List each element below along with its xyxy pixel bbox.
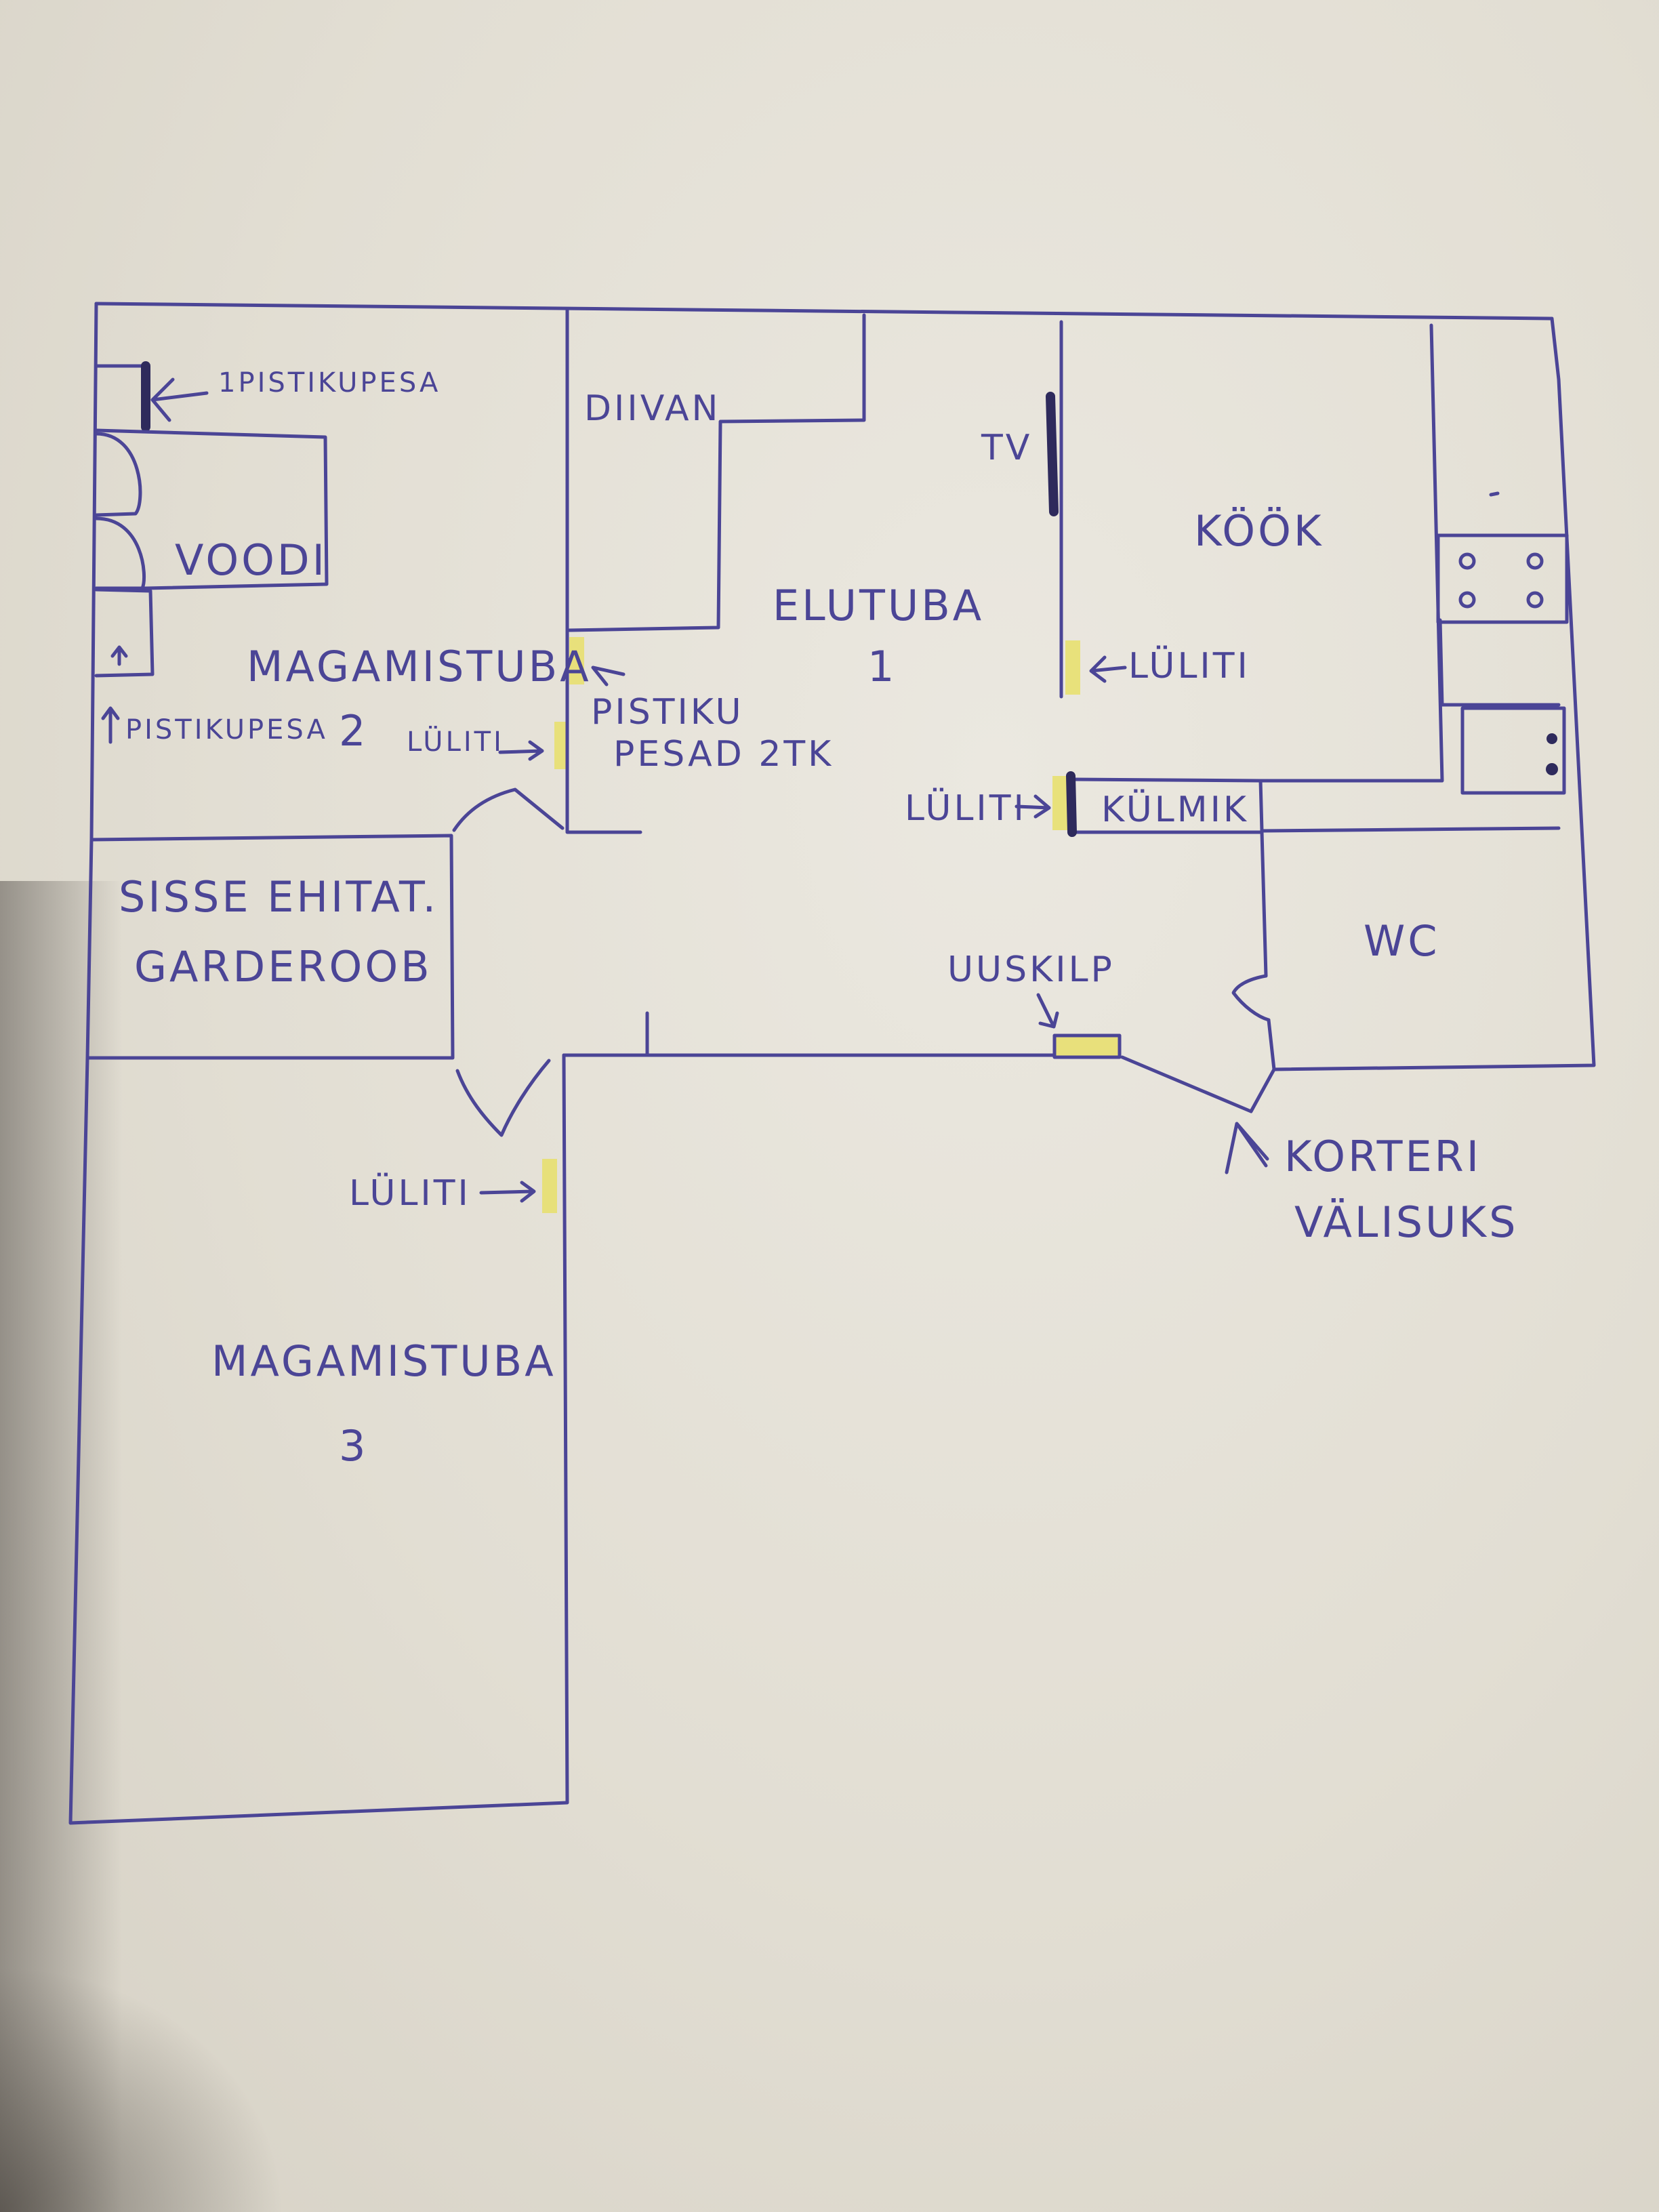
fridge-label: KÜLMIK [1101, 789, 1249, 830]
kitchen-counter-line [1258, 323, 1444, 783]
entrance-door [1120, 1055, 1276, 1113]
outer-wall-left-bottom [68, 302, 569, 1825]
arrow-socket-bottom [101, 706, 120, 744]
arrow-fusebox [1036, 993, 1059, 1029]
arrow-sockets-living [591, 665, 626, 687]
bedroom3-number: 3 [339, 1421, 368, 1471]
counter-mark [1489, 491, 1500, 497]
arrow-switch-bedroom3 [479, 1181, 536, 1203]
bedroom2-wall [565, 308, 642, 834]
switch-bedroom3-label: LÜLITI [349, 1172, 471, 1214]
arrow-switch-kitchen [1089, 655, 1127, 683]
bed-label: VOODI [175, 535, 327, 585]
tv-mark [1046, 392, 1059, 516]
fridge-switch-mark [1066, 771, 1077, 837]
counter-divider [1438, 618, 1561, 707]
furniture [94, 313, 1569, 1059]
stove-burner [1526, 552, 1544, 570]
switch-fridge-label: LÜLITI [905, 787, 1027, 829]
sink-drain [1546, 763, 1558, 775]
stove-burner [1458, 591, 1476, 609]
photo-shadow-corner [0, 1965, 285, 2212]
living-number: 1 [867, 642, 897, 691]
bed-outline [94, 428, 329, 590]
bedroom2-door [452, 787, 565, 832]
wc-wall-lower [1267, 1018, 1276, 1071]
fridge-top [1070, 777, 1561, 833]
socket-top-label: 1PISTIKUPESA [218, 367, 441, 398]
stove [1436, 533, 1569, 624]
socket-highlight-living [569, 637, 584, 684]
switch-kitchen-label: LÜLITI [1128, 645, 1250, 687]
fusebox [1052, 1033, 1122, 1059]
socket-box-bottom [94, 588, 155, 678]
bedroom2-number: 2 [339, 706, 368, 756]
switch-highlight-bedroom3 [542, 1159, 557, 1213]
wardrobe-label-2: GARDEROOB [134, 942, 432, 991]
switch-highlight-kitchen [1065, 640, 1080, 695]
bed-pillows [94, 432, 146, 590]
arrows [101, 377, 1269, 1203]
tv-label: TV [981, 428, 1032, 468]
socket-bottom-label: PISTIKUPESA [125, 714, 328, 745]
fusebox-fill [1054, 1036, 1120, 1056]
walls [68, 302, 1596, 1825]
arrow-switch-bedroom2 [498, 740, 544, 761]
stove-burner [1526, 591, 1544, 609]
fridge-bottom-wc-wall [1070, 830, 1268, 978]
sofa-outline [567, 313, 866, 632]
socket-box-top [94, 364, 148, 429]
sockets-living-label-2: PESAD 2TK [613, 734, 834, 775]
bedroom3-name: MAGAMISTUBA [211, 1336, 556, 1386]
entrance-label-1: KORTERI [1284, 1132, 1481, 1181]
fusebox-label: UUSKILP [947, 949, 1115, 990]
switch-highlight-fridge [1052, 776, 1067, 830]
sofa-label: DIIVAN [584, 388, 720, 429]
switch-highlight-bedroom2 [554, 722, 568, 769]
socket-arrow-small [110, 645, 128, 666]
stove-burner [1458, 552, 1476, 570]
sink-tap [1547, 733, 1557, 744]
bedroom3-door [455, 1059, 551, 1137]
switch-bedroom2-label: LÜLITI [407, 725, 504, 758]
kitchen-name: KÖÖK [1194, 506, 1324, 556]
sockets-living-label-1: PISTIKU [591, 692, 744, 733]
arrow-socket-top [150, 377, 209, 422]
entrance-label-2: VÄLISUKS [1294, 1197, 1518, 1247]
arrow-entrance [1225, 1122, 1269, 1174]
sink [1460, 706, 1566, 795]
wardrobe-walls [85, 834, 455, 1060]
living-name: ELUTUBA [773, 581, 984, 630]
wc-label: WC [1364, 916, 1440, 966]
wc-door-swing [1231, 974, 1271, 1022]
bedroom2-name: MAGAMISTUBA [247, 642, 592, 691]
arrow-switch-fridge [1015, 794, 1051, 819]
outer-wall-top-right [94, 302, 1596, 1071]
wardrobe-label-1: SISSE EHITAT. [119, 872, 438, 922]
labels: 1PISTIKUPESA VOODI MAGAMISTUBA 2 PISTIKU… [119, 367, 1518, 1471]
highlights [542, 637, 1120, 1213]
